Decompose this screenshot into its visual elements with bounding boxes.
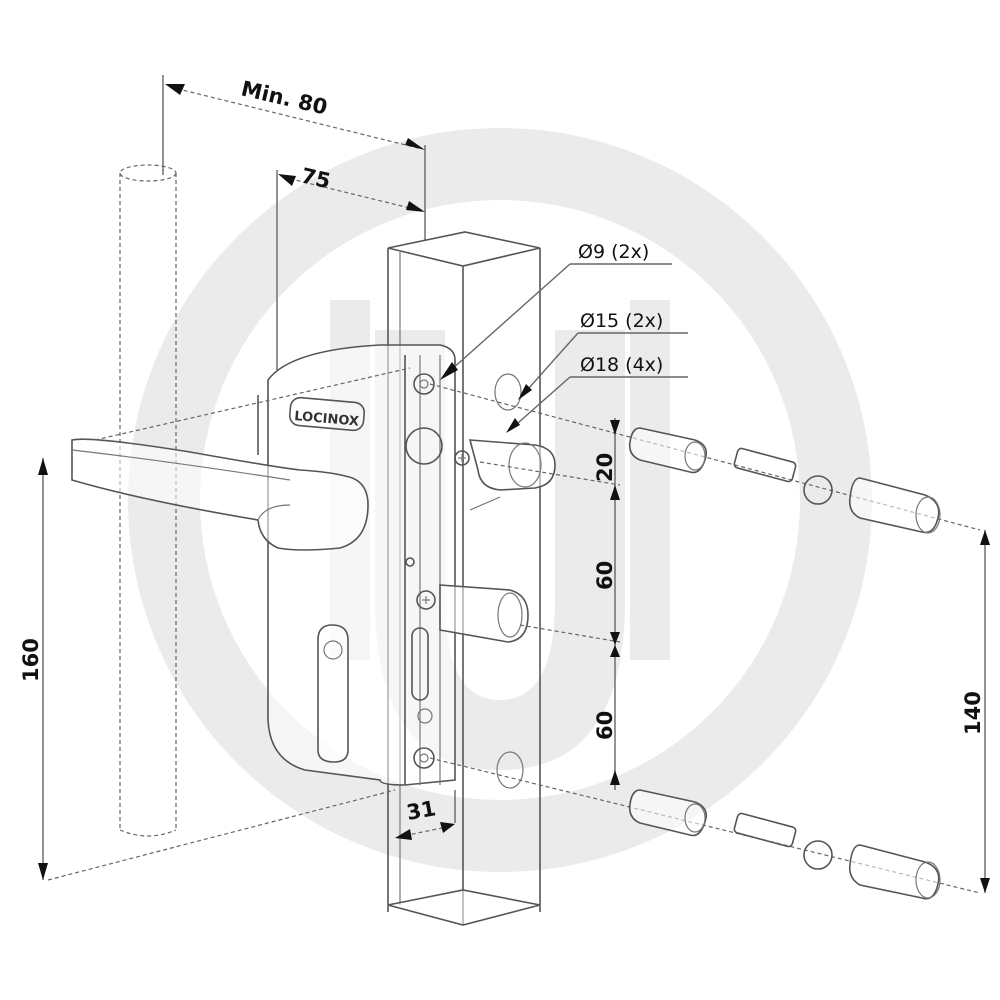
callout-d9-label: Ø9 (2x) — [578, 241, 649, 263]
spacer-sleeve — [628, 427, 708, 474]
keeper-slot — [411, 627, 429, 701]
euro-cylinder — [317, 624, 349, 763]
latch-housing — [405, 427, 443, 465]
lever-handle — [71, 438, 369, 551]
latch-bolt — [468, 439, 556, 491]
depth-31-label: 31 — [405, 796, 438, 825]
bolt-screw — [733, 447, 797, 483]
dimension-31: 31 — [395, 790, 456, 840]
callout-d18: Ø18 (4x) — [506, 354, 688, 433]
bolt-screw — [733, 812, 797, 848]
height-160-label: 160 — [19, 638, 43, 682]
spacing-60b-label: 60 — [593, 711, 617, 740]
dimension-chain-vertical: 20 60 60 — [593, 418, 620, 790]
hardware-set-bottom — [628, 789, 941, 900]
bolt-span-140-label: 140 — [961, 691, 985, 735]
callout-d9: Ø9 (2x) — [440, 241, 672, 380]
callout-d15: Ø15 (2x) — [518, 310, 688, 400]
square-profile — [387, 231, 541, 926]
screw-top-icon — [413, 373, 435, 395]
screw-small-icon — [417, 708, 433, 724]
screw-bottom-icon — [413, 747, 435, 769]
hardware-set-top — [628, 427, 941, 534]
spacing-60a-label: 60 — [593, 561, 617, 590]
bolts — [439, 439, 556, 643]
screw-mid-icon — [416, 590, 436, 610]
min-80-label: Min. 80 — [239, 76, 330, 119]
screw-plus-icon — [454, 450, 470, 466]
tube-post — [119, 164, 177, 837]
spacer-sleeve — [628, 789, 708, 837]
dead-bolt — [439, 584, 529, 643]
callout-d15-label: Ø15 (2x) — [580, 310, 663, 332]
profile-holes — [494, 373, 524, 789]
spacing-20-label: 20 — [593, 453, 617, 482]
end-cap — [848, 844, 940, 900]
dimension-140: 140 — [961, 530, 990, 893]
dimension-160: 160 — [19, 458, 48, 880]
brand-label: LOCINOX — [294, 409, 360, 430]
lock-case: LOCINOX — [257, 344, 456, 786]
callout-d18-label: Ø18 (4x) — [580, 354, 663, 376]
faceplate-fixings — [405, 373, 470, 769]
